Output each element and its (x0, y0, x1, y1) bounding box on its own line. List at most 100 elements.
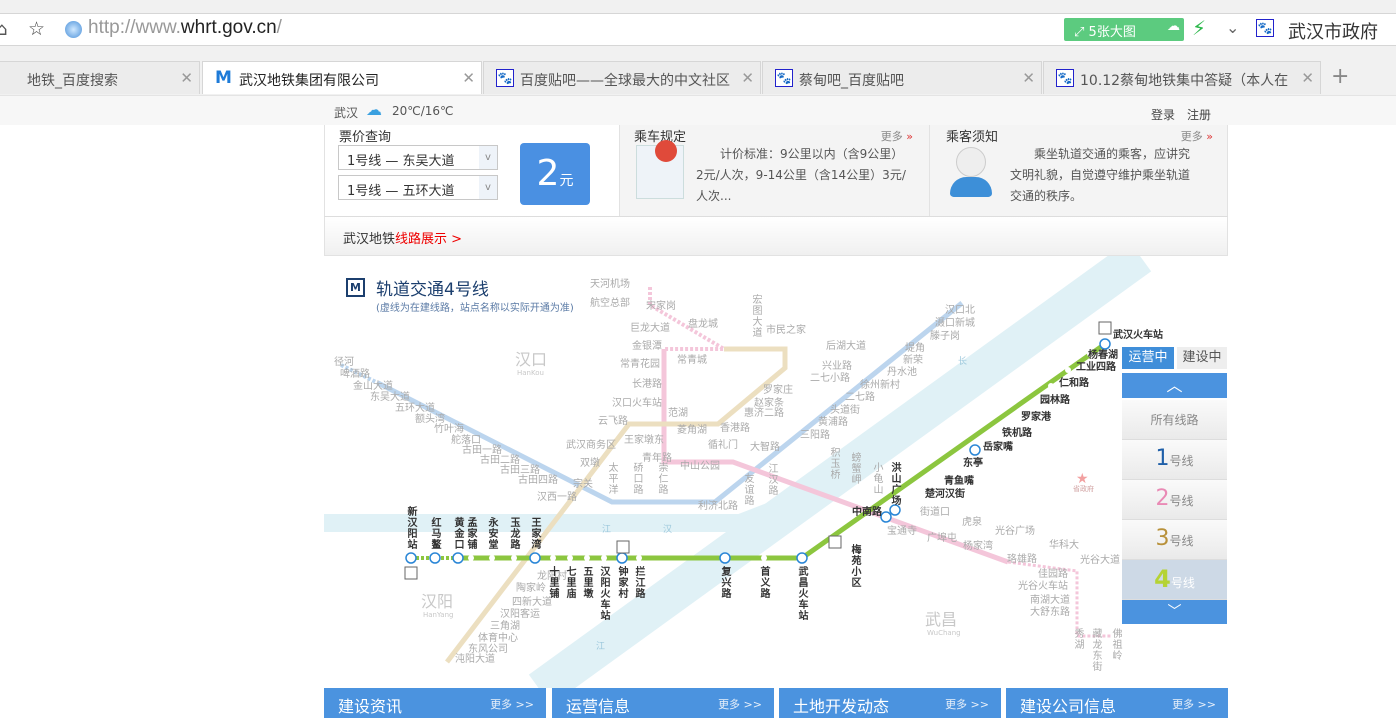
passenger-avatar-icon (946, 147, 1000, 201)
station-label: 大智路 (750, 442, 780, 453)
line-display-header[interactable]: 武汉地铁线路展示 > (324, 216, 1228, 256)
cloud-icon: ☁ (1167, 19, 1180, 34)
station-label: 宗关 (573, 479, 593, 490)
login-link[interactable]: 登录 (1151, 108, 1176, 122)
station-label: 宋家岗 (646, 301, 676, 312)
chevron-down-icon[interactable]: ⌄ (1226, 18, 1240, 37)
station-label: 二七小路 (810, 373, 850, 384)
close-icon[interactable]: ✕ (462, 69, 475, 87)
station-marker (584, 555, 590, 561)
station-marker (1010, 417, 1016, 423)
tab-label: 10.12蔡甸地铁集中答疑（本人在 (1080, 73, 1289, 89)
station-label: 宏图大道 (750, 294, 761, 338)
station-label: 王家墩东 (624, 435, 664, 446)
notice-more-link[interactable]: 更多 » (1180, 130, 1213, 143)
line-item-3[interactable]: 3号线 (1122, 520, 1227, 560)
line-number: 2 (1155, 486, 1170, 511)
more-label: 更多 (880, 130, 903, 143)
station-label: 佳园路 (1038, 569, 1068, 580)
line4-station-label: 铁机路 (1002, 428, 1032, 439)
more-link[interactable]: 更多 >> (490, 698, 534, 711)
station-label: 武汉商务区 (566, 440, 616, 451)
station-label: 太平洋 (606, 462, 617, 495)
station-label: 宝通寺 (887, 526, 917, 537)
station-label: 双墩 (580, 458, 600, 469)
map-title: 轨道交通4号线 (376, 280, 489, 300)
district-label-en: HanYang (423, 611, 454, 619)
station-label: 陶家岭 (516, 583, 546, 594)
line-item-1[interactable]: 1号线 (1122, 440, 1227, 480)
interchange-station-marker (452, 552, 464, 564)
line4-station-label: 园林路 (1040, 395, 1070, 406)
tab-baidu-search[interactable]: 地铁_百度搜索 ✕ (0, 61, 200, 94)
station-label: 二七路 (845, 392, 875, 403)
station-label: 滠口新城 (935, 318, 975, 329)
line4-station-label: 拦江路 (633, 566, 644, 599)
station-label: 舵落口 (451, 435, 481, 446)
line-item-2[interactable]: 2号线 (1122, 480, 1227, 520)
line4-station-label: 工业四路 (1076, 362, 1116, 373)
han-river (324, 491, 804, 532)
station-label: 广埠屯 (927, 533, 957, 544)
train-station-icon (616, 540, 630, 554)
news-header-company[interactable]: 建设公司信息更多 >> (1006, 688, 1228, 718)
line1-path (376, 301, 964, 505)
news-header-land[interactable]: 土地开发动态更多 >> (779, 688, 1001, 718)
station-label: 金银潭 (632, 341, 662, 352)
url-input[interactable]: http://www.whrt.gov.cn/ (88, 17, 282, 39)
close-icon[interactable]: ✕ (1022, 69, 1035, 87)
scroll-up-button[interactable]: ︿ (1122, 373, 1227, 398)
line4-station-label: 钟家村 (616, 566, 627, 599)
register-link[interactable]: 注册 (1187, 108, 1212, 122)
station-label: 航空总部 (590, 298, 630, 309)
rules-more-link[interactable]: 更多 » (880, 130, 913, 143)
close-icon[interactable]: ✕ (737, 69, 754, 87)
scroll-down-button[interactable]: ﹀ (1122, 600, 1227, 624)
close-icon[interactable]: ✕ (1297, 69, 1314, 87)
tab-label: 地铁_百度搜索 (27, 73, 118, 89)
station-marker (933, 481, 939, 487)
line4-station-label: 新汉阳站 (405, 506, 416, 550)
interchange-station-marker (969, 444, 981, 456)
line-suffix: 号线 (1169, 494, 1194, 508)
news-header-construction[interactable]: 建设资讯更多 >> (324, 688, 546, 718)
close-icon[interactable]: ✕ (180, 69, 193, 87)
tab-under-construction[interactable]: 建设中 (1177, 347, 1227, 369)
new-tab-button[interactable]: + (1331, 64, 1350, 89)
station-label: 菱角湖 (677, 425, 707, 436)
all-lines-item[interactable]: 所有线路 (1122, 400, 1227, 440)
station-label: 长港路 (632, 379, 662, 390)
chevron-right-icon: > (451, 232, 463, 247)
station-label: 利济北路 (698, 501, 738, 512)
lightning-icon[interactable]: ⚡ (1192, 16, 1207, 40)
station-label: 虎泉 (962, 517, 982, 528)
more-link[interactable]: 更多 >> (945, 698, 989, 711)
chevron-down-icon: ﹀ (1167, 604, 1182, 620)
station-marker (914, 494, 920, 500)
more-link[interactable]: 更多 >> (718, 698, 762, 711)
metro-map[interactable]: ★ 天河机场航空总部宋家岗盘龙城宏图大道巨龙大道市民之家后湖大道金银潭常青城常青… (324, 256, 1228, 688)
search-engine-button[interactable]: 🐾 (1256, 19, 1276, 39)
station-label: 径河 (334, 357, 354, 368)
home-icon[interactable]: ⌂ (0, 19, 8, 40)
station-label: 光谷广场 (995, 526, 1035, 537)
tab-tieba[interactable]: 🐾百度贴吧——全球最大的中文社区✕ (483, 61, 761, 94)
big-image-button[interactable]: ⤢ 5张大图☁ (1064, 18, 1184, 41)
tab-label: 武汉地铁集团有限公司 (239, 73, 379, 89)
tab-operating[interactable]: 运营中 (1122, 347, 1174, 369)
bookmark-star-icon[interactable]: ☆ (28, 18, 46, 40)
station-label: 大舒东路 (1030, 607, 1070, 618)
station-label: 三阳路 (800, 430, 830, 441)
tab-caidian-tieba[interactable]: 🐾蔡甸吧_百度贴吧✕ (762, 61, 1042, 94)
tab-caidian-qa[interactable]: 🐾10.12蔡甸地铁集中答疑（本人在✕ (1043, 61, 1321, 94)
line-item-4-selected[interactable]: 4号线 (1122, 560, 1227, 600)
station-marker (489, 555, 495, 561)
more-link[interactable]: 更多 >> (1172, 698, 1216, 711)
news-header-operation[interactable]: 运营信息更多 >> (552, 688, 774, 718)
search-engine-label[interactable]: 武汉市政府 (1288, 22, 1378, 43)
station-label: 南湖大道 (1030, 595, 1070, 606)
baidu-paw-icon: 🐾 (775, 69, 793, 87)
